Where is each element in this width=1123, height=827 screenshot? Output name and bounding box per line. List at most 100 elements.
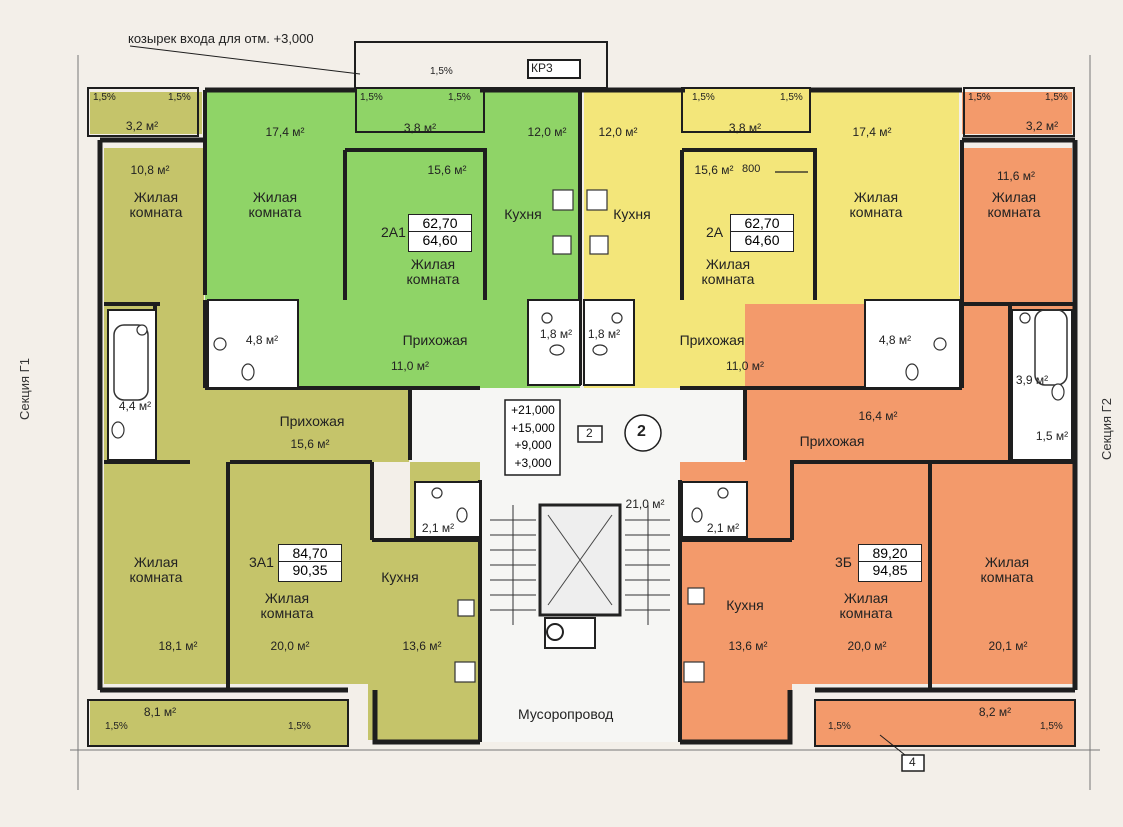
room-name-living: Жилая комната	[248, 189, 302, 220]
area-label: 11,0 м²	[725, 359, 765, 373]
room-name-living: Жилая комната	[701, 256, 755, 287]
area-label: 17,4 м²	[265, 125, 305, 139]
slope-label: 1,5%	[968, 92, 991, 103]
area-label: 1,5 м²	[1035, 429, 1069, 443]
slope-label: 1,5%	[1045, 92, 1068, 103]
level-marks: +21,000 +15,000 +9,000 +3,000	[507, 402, 559, 472]
room-name-living: Жилая комната	[406, 256, 460, 287]
room-name-kitchen: Кухня	[504, 206, 542, 222]
canopy-note: козырек входа для отм. +3,000	[128, 31, 314, 46]
axis-label: 4	[909, 755, 916, 769]
area-label: 20,0 м²	[270, 639, 310, 653]
apartment-living-area: 62,70	[731, 215, 793, 232]
dimension-label: 800	[742, 163, 761, 175]
stair-mark: 2	[586, 426, 593, 440]
area-label: 2,1 м²	[421, 521, 455, 535]
room-name-living: Жилая комната	[129, 554, 183, 585]
level-mark: +21,000	[511, 403, 555, 417]
stair-treads	[490, 505, 670, 625]
area-label: 13,6 м²	[728, 639, 768, 653]
apartment-living-area: 62,70	[409, 215, 471, 232]
area-label: 15,6 м²	[290, 437, 330, 451]
apartment-area-box: 62,70 64,60	[408, 214, 472, 252]
apartment-area-box: 84,70 90,35	[278, 544, 342, 582]
area-label: 4,8 м²	[878, 333, 912, 347]
area-label: 3,8 м²	[403, 121, 437, 135]
slope-label: 1,5%	[692, 92, 715, 103]
area-label: 15,6 м²	[427, 163, 467, 177]
area-label: 15,6 м²	[694, 163, 734, 177]
area-label: 4,8 м²	[245, 333, 279, 347]
level-mark: +15,000	[511, 420, 555, 435]
apartment-total-area: 64,60	[422, 232, 458, 248]
area-label: 3,2 м²	[125, 119, 159, 133]
room-name-living: Жилая комната	[129, 189, 183, 220]
room-name-living: Жилая комната	[260, 590, 314, 621]
area-label: 21,0 м²	[625, 497, 665, 511]
area-label: 2,1 м²	[706, 521, 740, 535]
slope-label: 1,5%	[430, 66, 453, 77]
area-label: 1,8 м²	[587, 327, 621, 341]
room-name-kitchen: Кухня	[381, 569, 419, 585]
room-name-hall: Прихожая	[279, 413, 345, 429]
apartment-code: 2А1	[381, 224, 406, 240]
area-label: 3,9 м²	[1015, 373, 1049, 387]
area-label: 8,1 м²	[143, 705, 177, 719]
room-name-hall: Прихожая	[402, 332, 468, 348]
room-name-hall: Прихожая	[799, 433, 865, 449]
kr-label: КР3	[531, 61, 553, 75]
exterior-walls	[97, 87, 1078, 745]
area-label: 13,6 м²	[402, 639, 442, 653]
slope-label: 1,5%	[448, 92, 471, 103]
area-label: 3,8 м²	[728, 121, 762, 135]
room-name-living: Жилая комната	[980, 554, 1034, 585]
apartment-code: 3А1	[249, 554, 274, 570]
area-label: 12,0 м²	[527, 125, 567, 139]
room-name-kitchen: Кухня	[613, 206, 651, 222]
bathtubs	[113, 309, 1068, 401]
apartment-code: 3Б	[835, 554, 852, 570]
apartment-living-area: 84,70	[279, 545, 341, 562]
plumbing-fixtures	[111, 189, 1065, 683]
room-name-kitchen: Кухня	[726, 597, 764, 613]
apartment-total-area: 94,85	[872, 562, 908, 578]
slope-label: 1,5%	[288, 721, 311, 732]
room-name-living: Жилая комната	[987, 189, 1041, 220]
slope-label: 1,5%	[1040, 721, 1063, 732]
area-label: 1,8 м²	[539, 327, 573, 341]
area-label: 12,0 м²	[598, 125, 638, 139]
area-label: 20,0 м²	[847, 639, 887, 653]
area-label: 18,1 м²	[158, 639, 198, 653]
level-mark: +3,000	[514, 455, 552, 470]
area-label: 16,4 м²	[858, 409, 898, 423]
slope-label: 1,5%	[780, 92, 803, 103]
slope-label: 1,5%	[360, 92, 383, 103]
leader-line	[879, 734, 906, 756]
entrance-canopy	[129, 41, 608, 89]
section-number: 2	[637, 423, 646, 440]
level-mark: +9,000	[514, 438, 552, 452]
apartment-total-area: 90,35	[292, 562, 328, 578]
slope-label: 1,5%	[828, 721, 851, 732]
area-label: 11,6 м²	[996, 169, 1036, 183]
room-name-hall: Прихожая	[679, 332, 745, 348]
apartment-living-area: 89,20	[859, 545, 921, 562]
area-label: 3,2 м²	[1025, 119, 1059, 133]
apartment-area-box: 62,70 64,60	[730, 214, 794, 252]
room-name-living: Жилая комната	[849, 189, 903, 220]
apartment-code: 2А	[706, 224, 724, 240]
info-boxes	[504, 399, 925, 772]
apartment-area-box: 89,20 94,85	[858, 544, 922, 582]
area-label: 20,1 м²	[988, 639, 1028, 653]
section-label-right: Секция Г2	[1099, 398, 1114, 460]
section-label-left: Секция Г1	[17, 358, 32, 420]
room-name-living: Жилая комната	[839, 590, 893, 621]
area-label: 8,2 м²	[978, 705, 1012, 719]
slope-label: 1,5%	[168, 92, 191, 103]
garbage-chute-label: Мусоропровод	[518, 706, 614, 722]
area-label: 10,8 м²	[130, 163, 170, 177]
slope-label: 1,5%	[93, 92, 116, 103]
apartment-total-area: 64,60	[744, 232, 780, 248]
area-label: 4,4 м²	[118, 399, 152, 413]
